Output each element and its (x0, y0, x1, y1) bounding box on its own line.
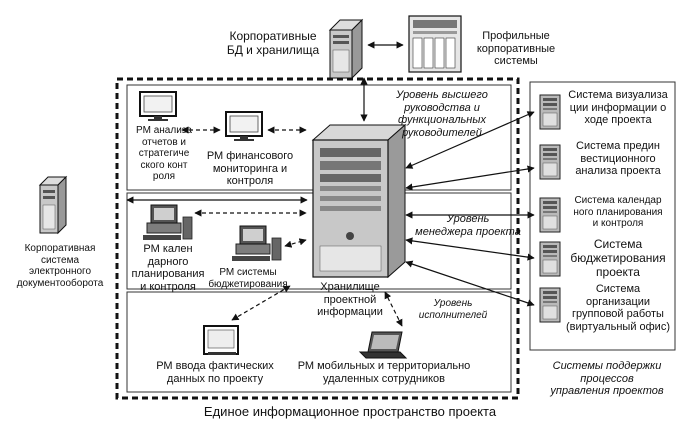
manager-level-label: Уровень менеджера проекта (415, 213, 521, 238)
arrow-laptop-server (384, 291, 403, 327)
support-item-groupwork: Система организации групповой работы (ви… (566, 283, 670, 333)
top-level-label: Уровень высшего руководства и функционал… (396, 89, 488, 139)
calendar-system-icon (539, 197, 561, 233)
support-item-preinvestment: Система предин вестиционного анализа про… (575, 140, 661, 178)
finance-workstation-icon (225, 111, 263, 142)
arrow-budget-server (284, 238, 307, 248)
performers-level-label: Уровень исполнителей (418, 298, 488, 321)
support-systems-title: Системы поддержки процессов управления п… (550, 360, 664, 398)
visualization-system-icon (539, 94, 561, 130)
arrow-visualization (405, 111, 535, 169)
support-item-visualization: Система визуализа ции информации о ходе … (568, 89, 668, 127)
arrow-preinvestment (405, 165, 535, 191)
support-item-calendar: Система календар ного планирования и кон… (573, 195, 663, 229)
groupwork-system-icon (539, 287, 561, 323)
preinvestment-system-icon (539, 144, 561, 180)
support-item-budgeting: Система бюджетирования проекта (570, 237, 666, 279)
arrow-groupwork-system (405, 260, 535, 307)
diagram-title: Единое информационное пространство проек… (203, 404, 497, 419)
profile-systems-label: Профильные корпоративные системы (476, 30, 556, 68)
edms-label: Корпоративная система электронного докум… (16, 243, 104, 289)
edms-server-icon (38, 175, 68, 235)
actuals-workstation-label: РМ ввода фактических данных по проекту (156, 360, 274, 385)
corporate-db-server-icon (328, 18, 364, 80)
budgeting-system-icon (539, 241, 561, 277)
actuals-workstation-icon (203, 325, 239, 355)
laptop-icon (358, 331, 408, 359)
arrow-actuals-server (231, 285, 291, 321)
mobile-workstation-label: РМ мобильных и территориально удаленных … (297, 360, 471, 385)
storage-label: Хранилище проектной информации (317, 281, 383, 319)
budget-workstation-label: РМ системы бюджетирования (208, 267, 288, 290)
calendar-workstation-icon (142, 204, 193, 241)
profile-systems-server-icon (408, 15, 462, 73)
performers-level-box (126, 291, 512, 393)
strategy-workstation-icon (139, 91, 177, 122)
budget-workstation-icon (231, 225, 282, 262)
central-server-icon (311, 123, 407, 279)
arrow-budgeting-system (405, 237, 535, 261)
strategy-workstation-label: РМ анализа отчетов и стратегиче ского ко… (136, 125, 192, 182)
finance-workstation-label: РМ финансового мониторинга и контроля (206, 150, 294, 188)
calendar-workstation-label: РМ кален дарного планирования и контроля (131, 243, 205, 293)
corporate-db-label: Корпоративные БД и хранилища (226, 29, 320, 57)
